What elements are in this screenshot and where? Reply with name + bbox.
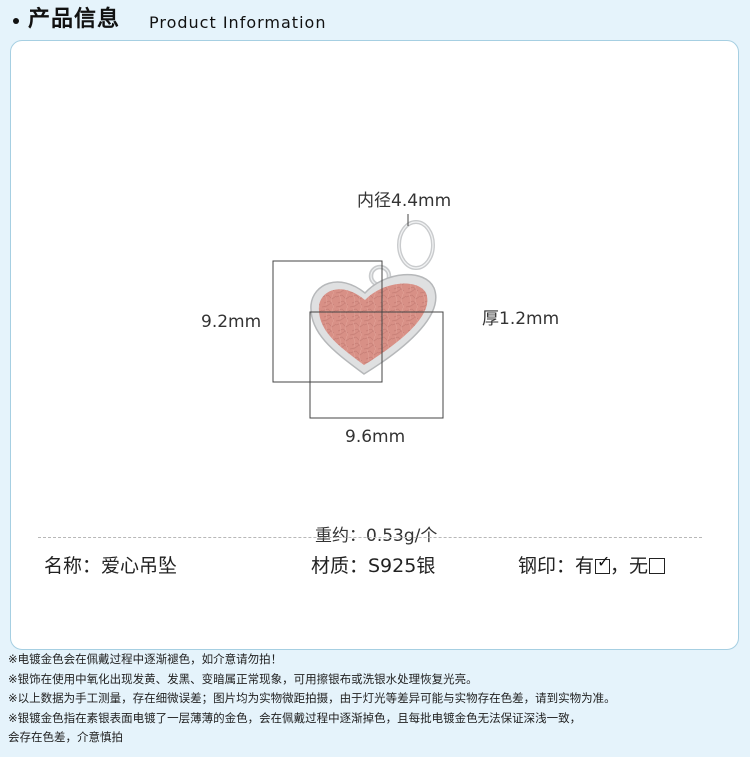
stamp-none-label: ，无 xyxy=(610,555,649,577)
width-label: 9.6mm xyxy=(345,427,406,447)
spec-material: 材质：S925银 xyxy=(311,555,436,577)
stamp-label: 钢印：有 xyxy=(518,555,595,577)
checkbox-empty-icon xyxy=(649,558,666,574)
inner-diameter-label: 内径4.4mm xyxy=(357,191,452,211)
thickness-label: 厚1.2mm xyxy=(482,309,560,329)
notes-list: ※电镀金色会在佩戴过程中逐渐褪色，如介意请勿拍！ ※银饰在使用中氧化出现发黄、发… xyxy=(8,650,748,748)
note-item: ※电镀金色会在佩戴过程中逐渐褪色，如介意请勿拍！ xyxy=(8,652,283,666)
height-label: 9.2mm xyxy=(201,312,262,332)
note-item: ※银饰在使用中氧化出现发黄、发黑、变暗属正常现象，可用擦银布或洗银水处理恢复光亮… xyxy=(8,671,478,686)
section-header: 产品信息 Product Information xyxy=(0,0,750,44)
section-title: 产品信息 xyxy=(28,7,121,32)
note-item: ※以上数据为手工测量，存在细微误差；图片均为实物微距拍摄，由于灯光等差异可能与实… xyxy=(8,691,616,706)
spec-name: 名称：爱心吊坠 xyxy=(44,555,178,577)
note-item: ※银镀金色指在素银表面电镀了一层薄薄的金色，会在佩戴过程中逐渐掉色，且每批电镀金… xyxy=(8,710,582,725)
bullet-dot-icon xyxy=(13,18,19,24)
heart-texture xyxy=(318,283,428,365)
section-subtitle: Product Information xyxy=(149,13,327,32)
jump-ring xyxy=(397,220,435,270)
note-item: 会存在色差，介意慎拍 xyxy=(8,730,123,745)
weight-label: 重约：0.53g/个 xyxy=(315,526,438,546)
checkbox-checked-icon: ✓ xyxy=(595,554,610,574)
divider xyxy=(38,537,702,538)
dimension-lines xyxy=(272,214,444,419)
spec-stamp: 钢印：有✓，无 xyxy=(518,552,666,580)
